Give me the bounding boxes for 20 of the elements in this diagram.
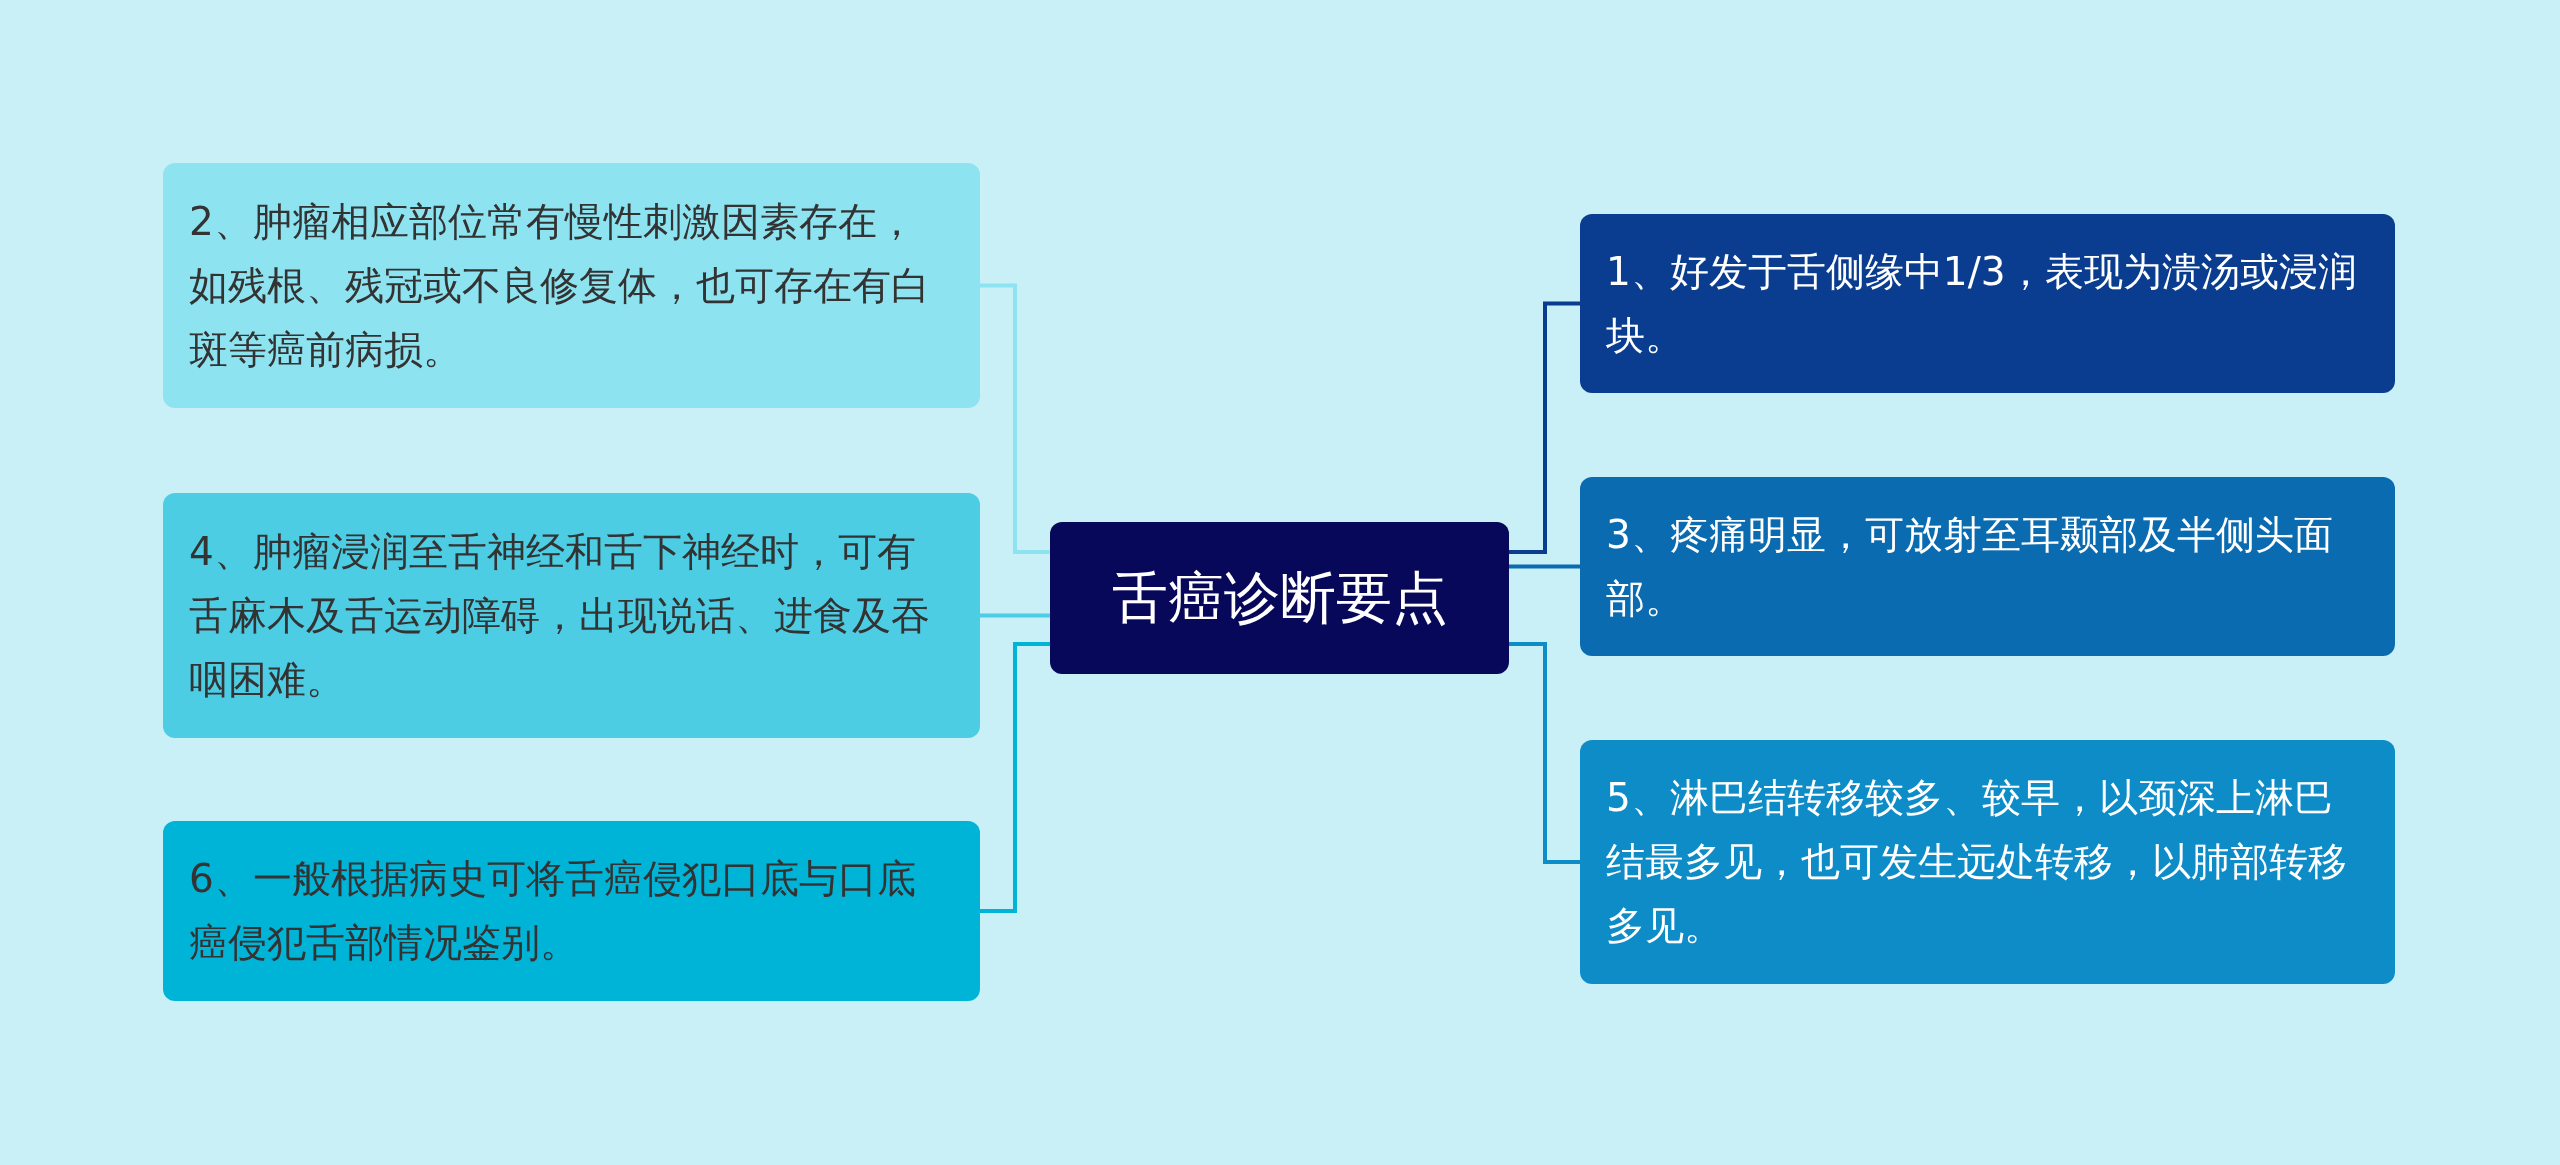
node-text: 6、一般根据病史可将舌癌侵犯口底与口底癌侵犯舌部情况鉴别。: [189, 855, 917, 967]
subtopic-box: [1580, 214, 2395, 393]
connector-line: [1509, 642, 1580, 864]
subtopic-box: [163, 163, 980, 408]
node-text: 4、肿瘤浸润至舌神经和舌下神经时，可有舌麻木及舌运动障碍，出现说话、进食及吞咽困难。: [189, 527, 931, 704]
subtopic-box: [1580, 740, 2395, 984]
connector-line: [980, 613, 1050, 618]
subtopic-box: [163, 493, 980, 738]
node-text: 2、肿瘤相应部位常有慢性刺激因素存在，如残根、残冠或不良修复体，也可存在有白斑等癌前病损。: [189, 197, 931, 374]
node-text: 3、疼痛明显，可放射至耳颞部及半侧头面部。: [1606, 510, 2334, 623]
subtopic-box: [163, 821, 980, 1001]
node-text: 舌癌诊断要点: [1111, 566, 1448, 630]
connector-line: [1509, 301, 1580, 554]
node-text: 5、淋巴结转移较多、较早，以颈深上淋巴结最多见，也可发生远处转移，以肺部转移多见。: [1606, 774, 2348, 950]
node-text: 1、好发于舌侧缘中1/3，表现为溃汤或浸润块。: [1606, 247, 2358, 360]
connector-line: [1509, 564, 1580, 569]
connector-line: [980, 283, 1050, 554]
connector-line: [980, 642, 1050, 913]
topic-box: [1050, 522, 1509, 674]
subtopic-box: [1580, 477, 2395, 656]
